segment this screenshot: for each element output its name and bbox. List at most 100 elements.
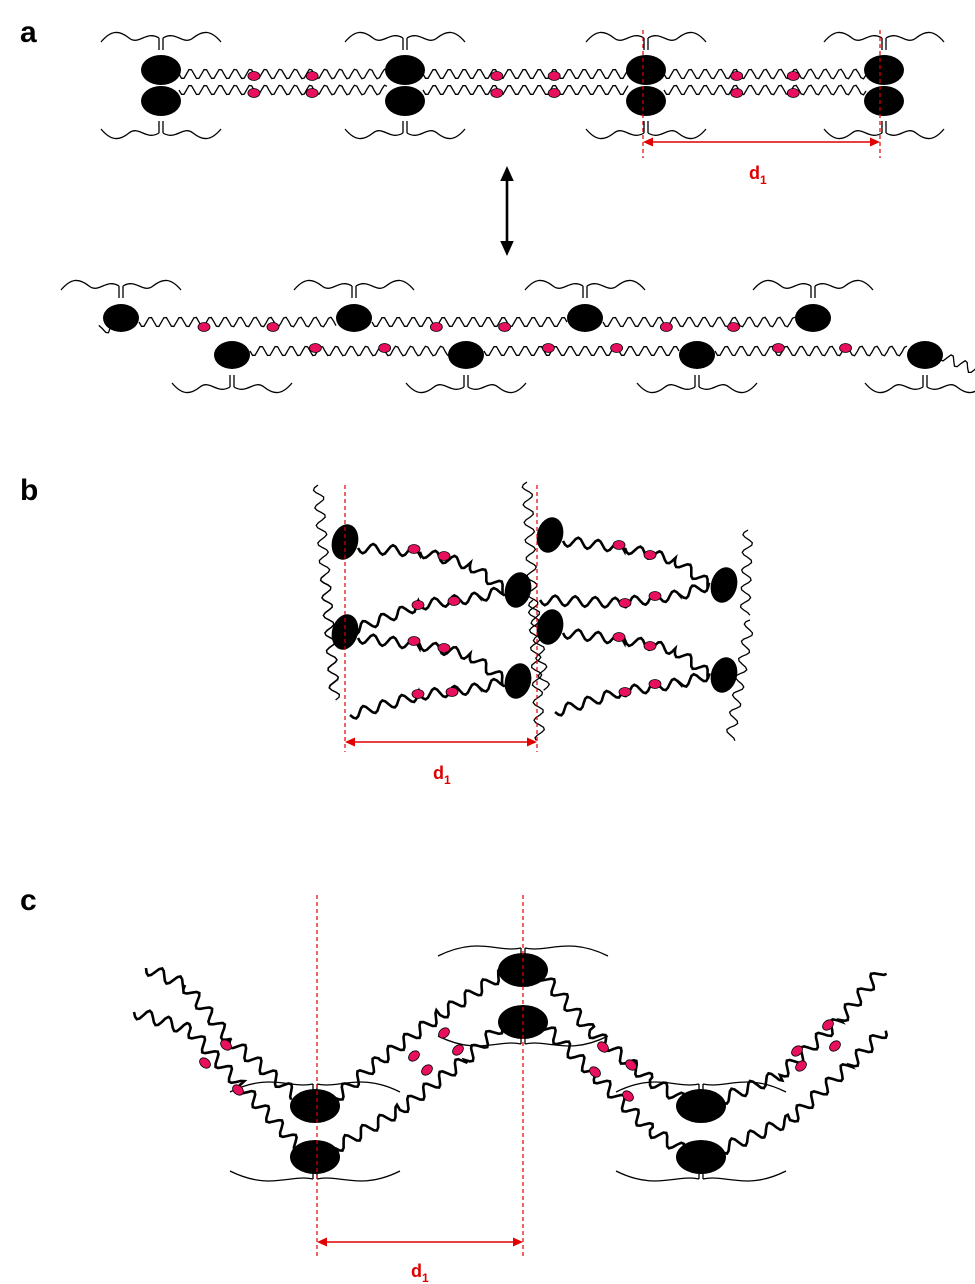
linking-group — [452, 1044, 464, 1056]
alkyl-chain — [349, 677, 507, 720]
terminal-chain — [524, 279, 584, 291]
alkyl-chain — [356, 633, 504, 685]
alkyl-chain — [178, 84, 388, 96]
arrow-head — [500, 241, 514, 256]
linking-group — [266, 322, 280, 332]
linking-group — [589, 1066, 601, 1078]
aromatic-core — [385, 86, 425, 116]
terminal-chain — [524, 945, 609, 957]
linking-group — [610, 343, 623, 353]
alkyl-chain — [483, 346, 680, 356]
aromatic-core — [536, 517, 564, 553]
aromatic-core — [567, 304, 603, 332]
molecular-drawing — [60, 30, 975, 1258]
alkyl-chain — [178, 68, 388, 80]
terminal-chain — [467, 382, 527, 394]
terminal-chain — [316, 1170, 401, 1182]
terminal-chain — [355, 279, 415, 291]
alkyl-chain — [537, 1021, 686, 1150]
terminal-chain — [162, 128, 222, 140]
alkyl-chain — [521, 481, 546, 741]
alkyl-chain — [138, 316, 337, 328]
aromatic-core — [141, 86, 181, 116]
alkyl-chain — [422, 85, 629, 95]
linking-group — [541, 343, 555, 353]
terminal-chain — [647, 31, 707, 43]
linking-group — [407, 636, 421, 646]
linking-group — [220, 1039, 232, 1051]
alkyl-chain — [739, 529, 754, 616]
alkyl-chain — [132, 1009, 298, 1153]
linking-group — [648, 591, 662, 601]
dimension-subscript: 1 — [422, 1271, 429, 1284]
terminal-chain — [406, 128, 466, 140]
alkyl-chain — [528, 599, 551, 691]
terminal-chain — [293, 279, 353, 291]
terminal-chain — [344, 31, 404, 43]
terminal-chain — [406, 31, 466, 43]
terminal-chain — [647, 128, 707, 140]
alkyl-chain — [663, 68, 867, 80]
linking-group — [498, 322, 512, 332]
alkyl-chain — [144, 967, 294, 1100]
dimension-symbol: d — [433, 763, 444, 783]
linking-group — [659, 322, 673, 332]
linking-group — [771, 343, 785, 353]
linking-group — [730, 88, 744, 98]
tail-stem — [881, 121, 887, 133]
tail-stem — [643, 121, 649, 133]
tail-stem — [810, 286, 816, 298]
alkyl-chain — [554, 672, 711, 717]
aromatic-core — [626, 86, 666, 116]
alkyl-chain — [356, 542, 504, 594]
linking-group — [305, 88, 319, 98]
linking-group — [786, 88, 800, 98]
linking-group — [625, 1059, 637, 1071]
terminal-chain — [316, 1081, 401, 1093]
linking-group — [407, 544, 421, 554]
aromatic-core — [290, 1140, 340, 1174]
aromatic-core — [498, 953, 548, 987]
linking-group — [411, 689, 425, 699]
linking-group — [648, 679, 662, 689]
dimension-label-c: d1 — [411, 1261, 429, 1284]
linking-group — [232, 1084, 244, 1096]
tail-stem — [643, 38, 649, 50]
terminal-chain — [344, 128, 404, 140]
linking-group — [795, 1060, 807, 1072]
linking-group — [199, 1057, 211, 1069]
terminal-chain — [100, 128, 160, 140]
panel-label-c: c — [20, 884, 37, 917]
linking-group — [643, 641, 657, 651]
aromatic-core — [626, 55, 666, 85]
alkyl-chain — [537, 971, 686, 1100]
terminal-chain — [752, 279, 812, 291]
aromatic-core — [504, 572, 532, 608]
linking-group — [378, 343, 392, 353]
terminal-chain — [615, 1170, 700, 1182]
linking-group — [612, 540, 626, 550]
linking-group — [305, 71, 319, 81]
alkyl-chain — [719, 971, 888, 1106]
terminal-chain — [702, 1170, 787, 1182]
terminal-chain — [162, 31, 222, 43]
dimension-subscript: 1 — [760, 173, 767, 187]
tail-stem — [582, 286, 588, 298]
dimension-symbol: d — [749, 163, 760, 183]
terminal-chain — [585, 128, 645, 140]
aromatic-core — [214, 341, 250, 369]
linking-group — [247, 71, 261, 81]
aromatic-core — [907, 341, 943, 369]
panel-label-a: a — [20, 16, 37, 49]
alkyl-chain — [249, 345, 449, 357]
arrow-head — [513, 1237, 523, 1247]
linking-group — [438, 1027, 450, 1039]
linking-group — [829, 1040, 841, 1052]
aromatic-core — [103, 304, 139, 332]
linking-group — [247, 88, 261, 98]
dimension-subscript: 1 — [444, 773, 451, 787]
alkyl-chain — [371, 317, 568, 327]
terminal-chain — [814, 279, 874, 291]
alkyl-chain — [334, 1017, 504, 1152]
linking-group — [445, 687, 459, 697]
